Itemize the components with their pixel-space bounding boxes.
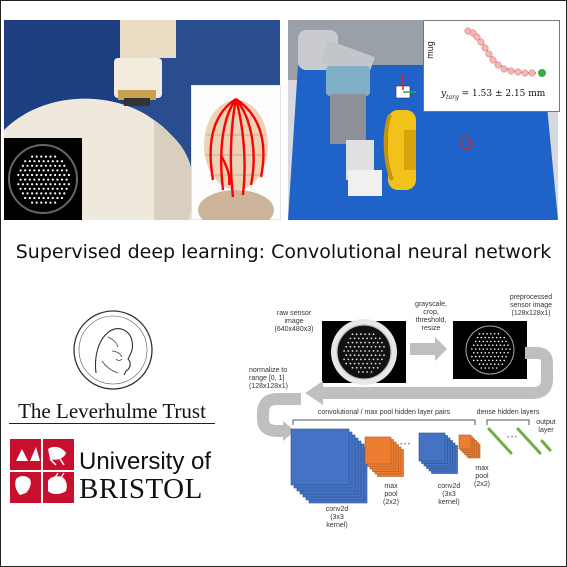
- preprocessed-sensor-image: [453, 321, 527, 379]
- leverhulme-name: The Leverhulme Trust: [18, 399, 206, 423]
- mug-contour-plot: [464, 27, 546, 77]
- dense-bracket: [486, 419, 530, 425]
- preprocess-steps-label: grayscale,crop,threshold,resize: [415, 301, 447, 332]
- headline: Supervised deep learning: Convolutional …: [15, 241, 552, 263]
- conv-pairs-bracket: [292, 419, 476, 425]
- conv-pairs-label: convolutional / max pool hidden layer pa…: [317, 409, 451, 416]
- leverhulme-medallion-logo: [73, 310, 153, 390]
- photo-head-trajectories: [191, 85, 281, 220]
- input-arrow: [257, 393, 301, 437]
- tactile-sensor: [114, 20, 176, 106]
- trajectory-lines: [209, 97, 265, 198]
- normalize-arrow: [323, 347, 553, 399]
- equation-symbol: y: [441, 89, 447, 99]
- maxpool-layer-2: [458, 434, 481, 459]
- dense-layers: [487, 427, 542, 455]
- trajectory-overlay: [423, 20, 560, 112]
- ellipsis-2: • • •: [507, 435, 517, 441]
- preprocess-arrow: [410, 337, 447, 361]
- bristol-crest-logo: [10, 439, 74, 503]
- maxpool-layer-1: [364, 436, 404, 477]
- dense-layers-label: dense hidden layers: [476, 409, 540, 416]
- robot-arm: [298, 30, 382, 196]
- equation-value: = 1.53 ± 2.15 mm: [458, 89, 546, 99]
- conv2d-layer-1: [290, 428, 368, 504]
- sensor-image-inset: [4, 138, 82, 220]
- equation-subscript: targ: [446, 93, 459, 101]
- raw-sensor-image: [322, 319, 406, 385]
- target-marker: [395, 74, 472, 150]
- bristol-university-of: University of: [79, 448, 212, 475]
- output-layer: [540, 439, 552, 452]
- ellipsis-1: • • •: [400, 442, 410, 448]
- trajectory-equation: ytarg = 1.53 ± 2.15 mm: [441, 89, 545, 101]
- yellow-mug: [383, 110, 416, 190]
- bristol-name: BRISTOL: [79, 473, 203, 505]
- leverhulme-rule: [9, 423, 215, 424]
- conv2d-layer-2: [418, 432, 458, 474]
